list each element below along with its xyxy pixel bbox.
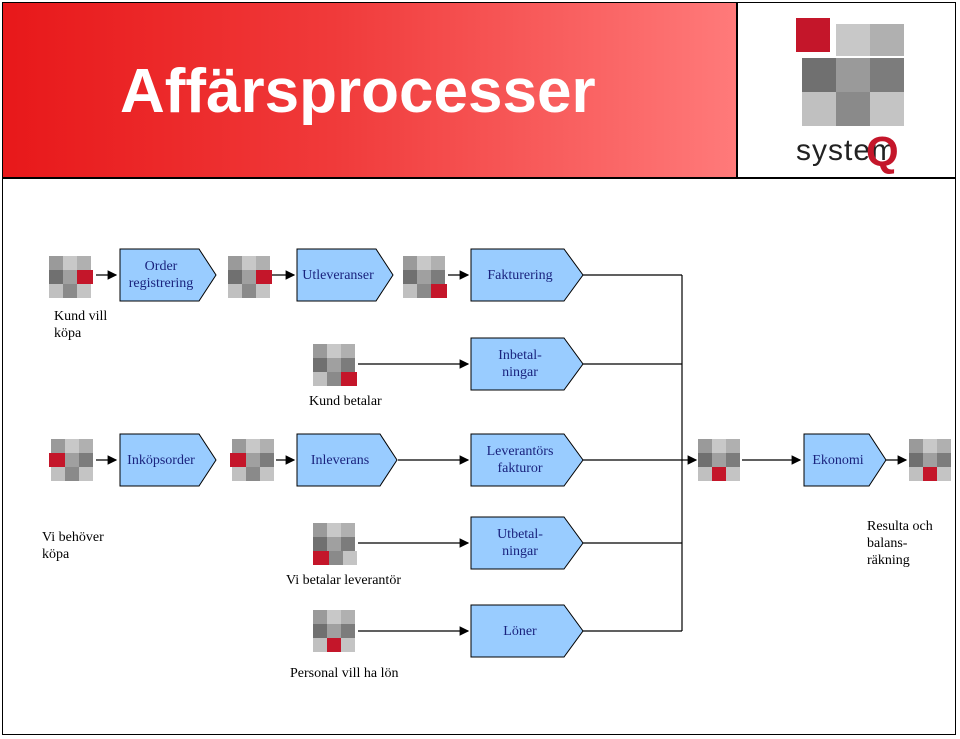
utleveranser-box: Utleveranser	[296, 248, 394, 302]
inbetalningar-label-2: ningar	[502, 365, 538, 380]
inkopsorder-label: Inköpsorder	[127, 452, 195, 468]
leverantors-label-2: fakturor	[497, 461, 543, 476]
event-icon	[403, 256, 447, 298]
label-vi-behover-kopa-1: Vi behöver	[42, 530, 104, 545]
event-icon	[313, 610, 355, 652]
label-resultat-3: räkning	[867, 553, 910, 568]
utbetalningar-box: Utbetal-ningar	[470, 516, 584, 570]
event-icon	[698, 439, 740, 481]
ekonomi-label: Ekonomi	[812, 452, 864, 468]
label-personal-vill-ha-lon: Personal vill ha lön	[290, 666, 399, 681]
systemq-logo-icon	[796, 18, 904, 126]
logo-wordmark: system	[796, 134, 898, 167]
event-icon	[228, 256, 272, 298]
header-underline	[3, 177, 955, 179]
order-registration-box: Order registrering	[119, 248, 217, 302]
label-vi-behover-kopa: Vi behöver köpa	[42, 529, 104, 563]
header-divider	[736, 3, 738, 177]
label-kund-betalar: Kund betalar	[309, 394, 382, 409]
inbetalningar-box: Inbetal-ningar	[470, 337, 584, 391]
leverantors-fakturor-box: Leverantörs fakturor	[470, 433, 584, 487]
order-label-2: registrering	[128, 276, 194, 291]
page-title: Affärsprocesser	[120, 57, 596, 126]
utbetalningar-label-1: Utbetal-	[497, 527, 543, 542]
event-icon	[49, 439, 93, 481]
header-banner	[3, 3, 736, 177]
label-kund-vill-kopa-2: köpa	[54, 326, 82, 341]
loner-box: Löner	[470, 604, 584, 658]
ekonomi-box: Ekonomi	[803, 433, 887, 487]
inleverans-label: Inleverans	[310, 452, 370, 468]
event-icon	[313, 344, 357, 386]
logo-q: Q	[866, 128, 899, 175]
inleverans-box: Inleverans	[296, 433, 398, 487]
utleveranser-label: Utleveranser	[302, 267, 374, 283]
loner-label: Löner	[503, 623, 537, 639]
event-icon	[909, 439, 951, 481]
utbetalningar-label-2: ningar	[502, 544, 538, 559]
inkopsorder-box: Inköpsorder	[119, 433, 217, 487]
fakturering-label: Fakturering	[487, 267, 553, 283]
event-icon	[49, 256, 93, 298]
label-kund-vill-kopa: Kund vill köpa	[54, 308, 107, 342]
order-label-1: Order	[144, 259, 178, 274]
label-resultat-2: balans-	[867, 536, 908, 551]
label-resultat: Resulta och balans- räkning	[867, 518, 933, 569]
event-icon	[313, 523, 357, 565]
event-icon	[230, 439, 274, 481]
label-vi-betalar-leverantor: Vi betalar leverantör	[286, 573, 401, 588]
inbetalningar-label-1: Inbetal-	[498, 348, 542, 363]
leverantors-label-1: Leverantörs	[486, 444, 554, 459]
label-resultat-1: Resulta och	[867, 519, 933, 534]
fakturering-box: Fakturering	[470, 248, 584, 302]
label-kund-vill-kopa-1: Kund vill	[54, 309, 108, 324]
label-vi-behover-kopa-2: köpa	[42, 547, 70, 562]
